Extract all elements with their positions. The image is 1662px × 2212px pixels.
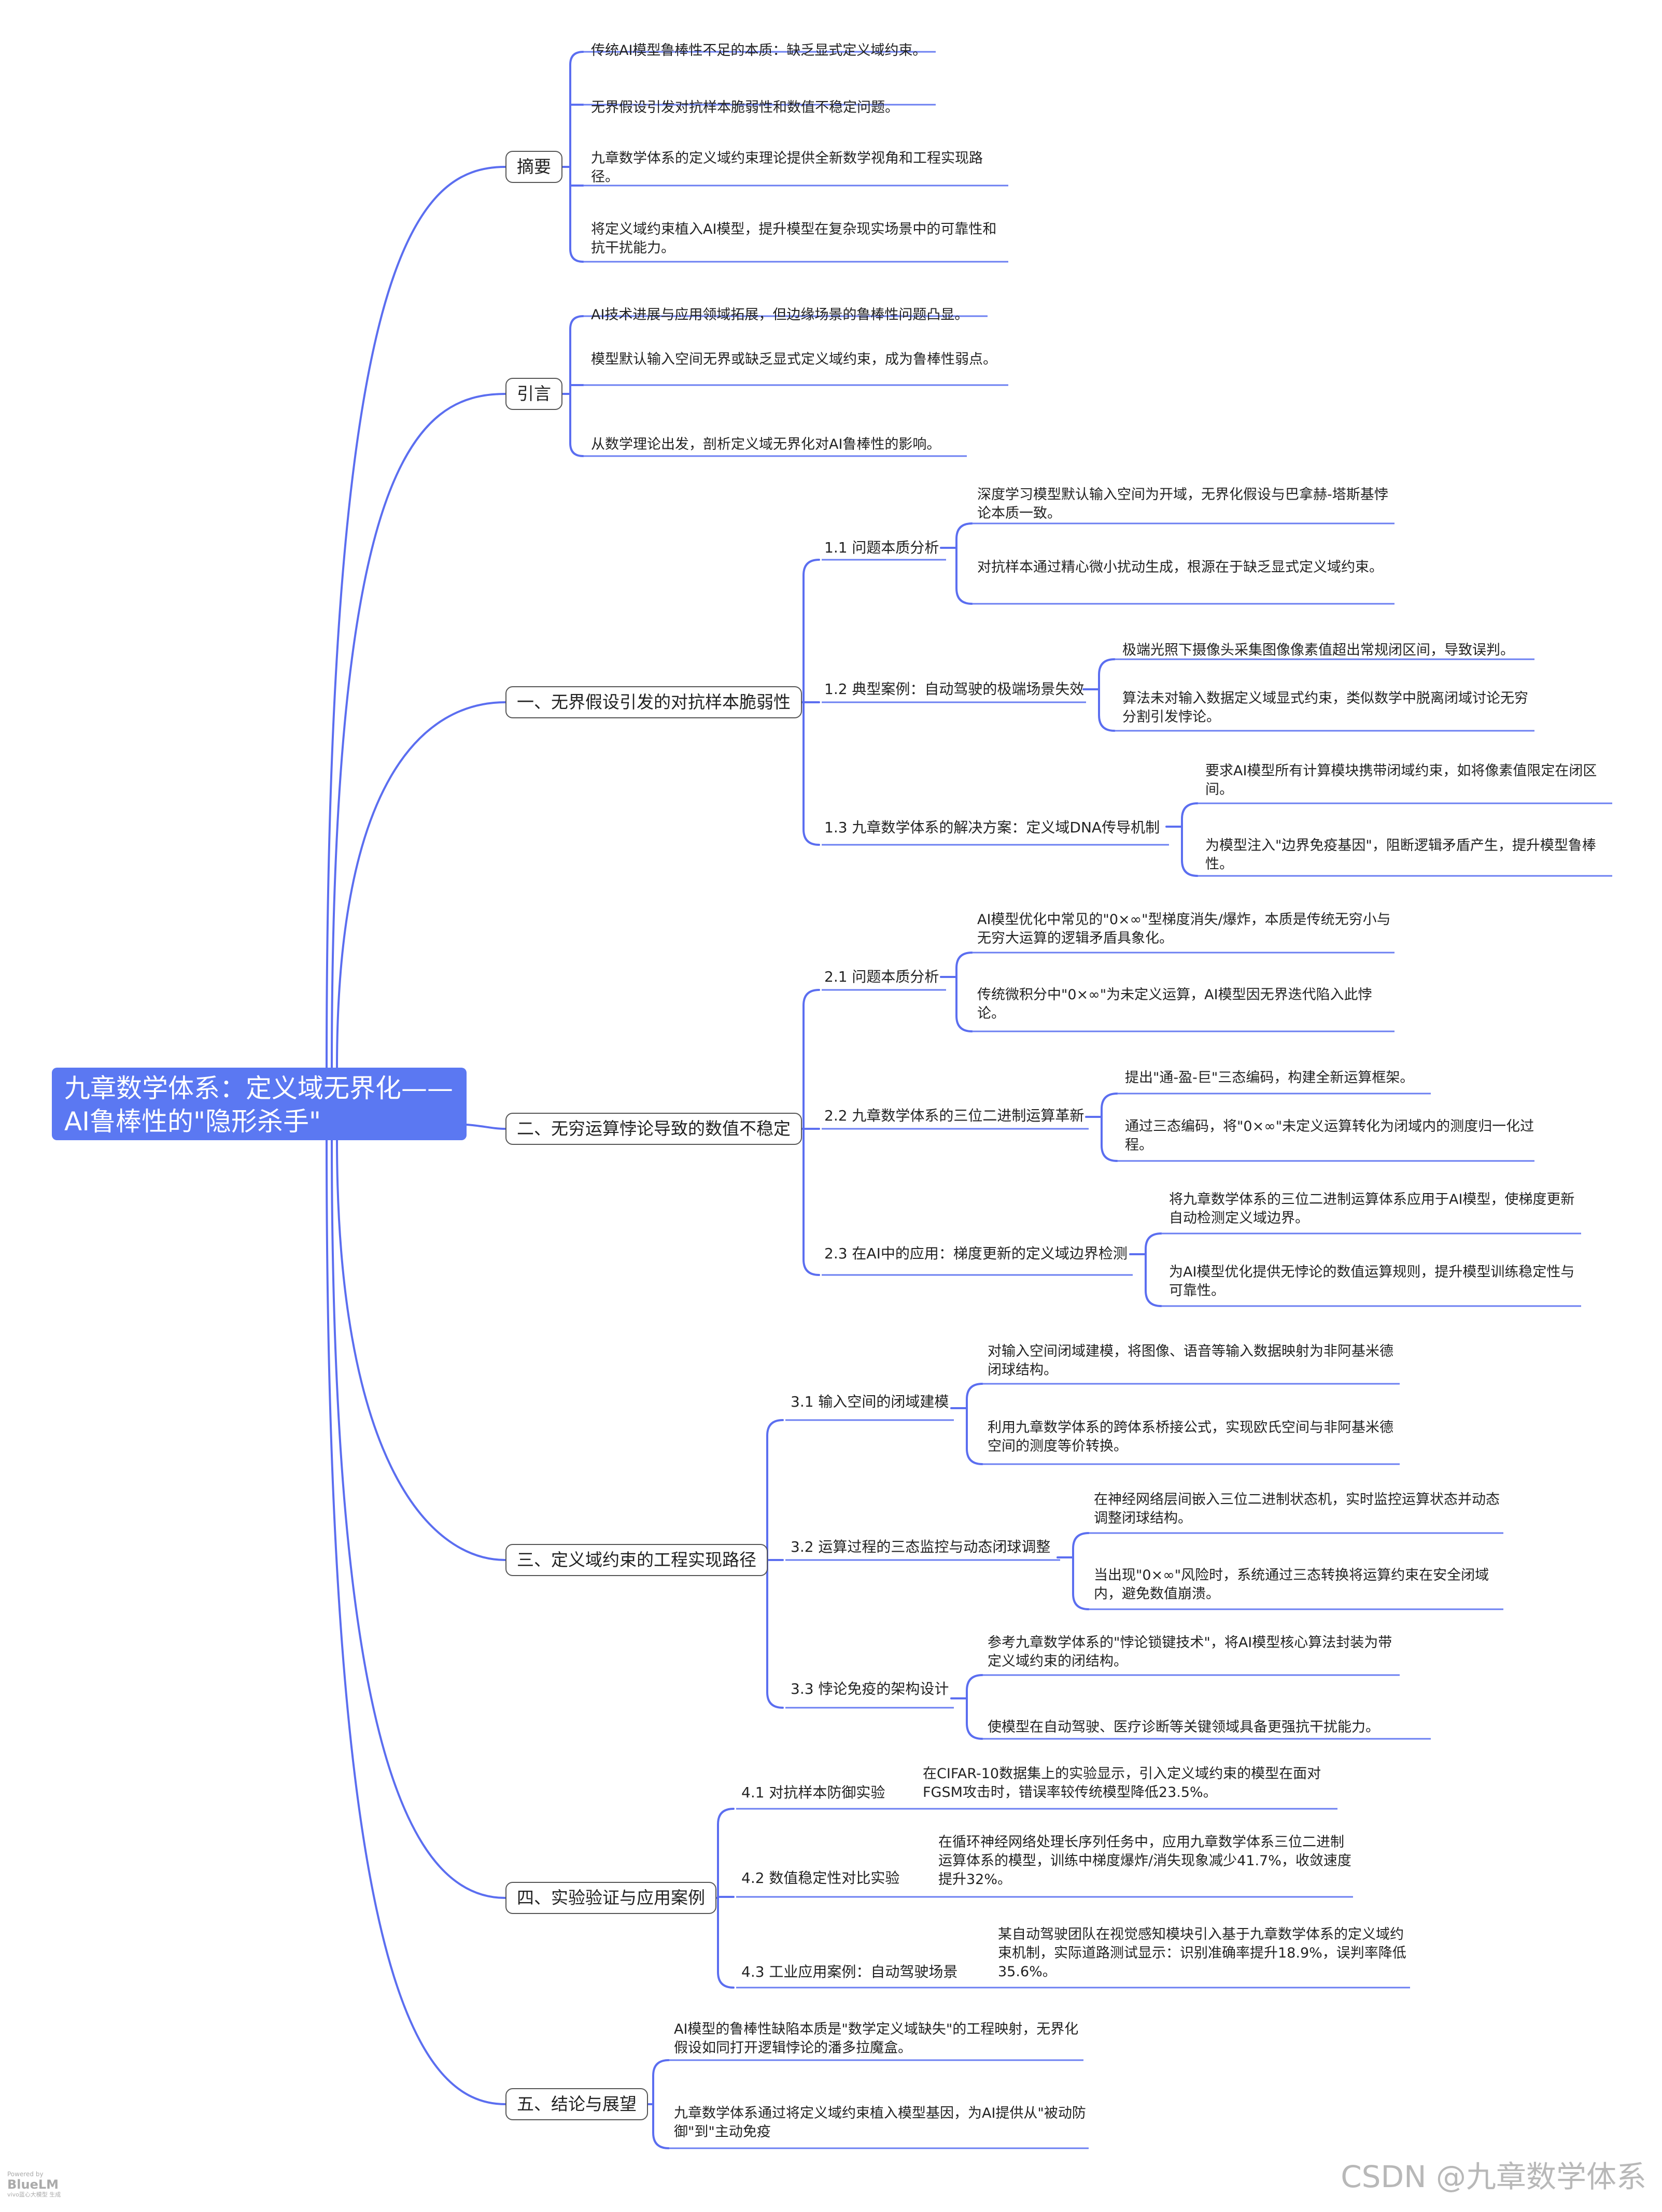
leaf-2-3-a: 将九章数学体系的三位二进制运算体系应用于AI模型，使梯度更新自动检测定义域边界。 — [1169, 1192, 1575, 1226]
conclusion-leaf-2: 九章数学体系通过将定义域约束植入模型基因，为AI提供从"被动防御"到"主动免疫 — [674, 2105, 1086, 2140]
leaf-4-2-a: 在循环神经网络处理长序列任务中，应用九章数学体系三位二进制运算体系的模型，训练中… — [938, 1834, 1351, 1888]
conclusion-leaf-1: AI模型的鲁棒性缺陷本质是"数学定义域缺失"的工程映射，无界化假设如同打开逻辑悖… — [674, 2021, 1079, 2056]
leaf-3-1-a: 对输入空间闭域建模，将图像、语音等输入数据映射为非阿基米德闭球结构。 — [988, 1343, 1393, 1378]
abstract-leaf-2: 无界假设引发对抗样本脆弱性和数值不稳定问题。 — [591, 100, 899, 116]
leaf-2-1-b: 传统微积分中"0×∞"为未定义运算，AI模型因无界迭代陷入此悖论。 — [977, 987, 1372, 1022]
sub-3-3[interactable]: 3.3 悖论免疫的架构设计 — [791, 1680, 949, 1697]
leaf-4-3-a: 某自动驾驶团队在视觉感知模块引入基于九章数学体系的定义域约束机制，实际道路测试显… — [998, 1926, 1406, 1980]
root-topic[interactable]: 九章数学体系：定义域无界化——AI鲁棒性的"隐形杀手" — [52, 1068, 467, 1140]
sub-3-2[interactable]: 3.2 运算过程的三态监控与动态闭球调整 — [791, 1538, 1051, 1555]
sub-4-1[interactable]: 4.1 对抗样本防御实验 — [741, 1784, 885, 1801]
abstract-leaf-4: 将定义域约束植入AI模型，提升模型在复杂现实场景中的可靠性和抗干扰能力。 — [591, 221, 997, 256]
branch-section-3[interactable]: 三、定义域约束的工程实现路径 — [505, 1544, 768, 1576]
abstract-leaf-3: 九章数学体系的定义域约束理论提供全新数学视角和工程实现路径。 — [591, 150, 983, 185]
branch-section-4[interactable]: 四、实验验证与应用案例 — [505, 1882, 716, 1914]
brand-name: BlueLM — [7, 2177, 59, 2192]
sub-1-1[interactable]: 1.1 问题本质分析 — [824, 539, 939, 556]
bluelm-branding: Powered by BlueLM vivo蓝心大模型 生成 — [7, 2171, 61, 2199]
leaf-2-3-b: 为AI模型优化提供无悖论的数值运算规则，提升模型训练稳定性与可靠性。 — [1169, 1264, 1575, 1299]
leaf-1-3-a: 要求AI模型所有计算模块携带闭域约束，如将像素值限定在闭区间。 — [1205, 763, 1597, 798]
leaf-1-3-b: 为模型注入"边界免疫基因"，阻断逻辑矛盾产生，提升模型鲁棒性。 — [1205, 838, 1596, 872]
brand-sub: vivo蓝心大模型 生成 — [7, 2191, 61, 2198]
sub-2-1[interactable]: 2.1 问题本质分析 — [824, 968, 939, 985]
sub-3-1[interactable]: 3.1 输入空间的闭域建模 — [791, 1393, 949, 1410]
branch-section-1[interactable]: 一、无界假设引发的对抗样本脆弱性 — [505, 686, 802, 718]
sub-2-2[interactable]: 2.2 九章数学体系的三位二进制运算革新 — [824, 1107, 1084, 1124]
leaf-4-1-a: 在CIFAR-10数据集上的实验显示，引入定义域约束的模型在面对FGSM攻击时，… — [923, 1766, 1321, 1800]
leaf-1-1-a: 深度学习模型默认输入空间为开域，无界化假设与巴拿赫-塔斯基悖论本质一致。 — [977, 487, 1388, 521]
leaf-1-1-b: 对抗样本通过精心微小扰动生成，根源在于缺乏显式定义域约束。 — [977, 559, 1383, 575]
leaf-3-3-b: 使模型在自动驾驶、医疗诊断等关键领域具备更强抗干扰能力。 — [988, 1719, 1379, 1735]
leaf-3-2-a: 在神经网络层间嵌入三位二进制状态机，实时监控运算状态并动态调整闭球结构。 — [1094, 1492, 1500, 1526]
sub-2-3[interactable]: 2.3 在AI中的应用：梯度更新的定义域边界检测 — [824, 1245, 1128, 1262]
leaf-1-2-b: 算法未对输入数据定义域显式约束，类似数学中脱离闭域讨论无穷分割引发悖论。 — [1122, 690, 1528, 725]
csdn-watermark: CSDN @九章数学体系 — [1341, 2159, 1646, 2194]
intro-leaf-3: 从数学理论出发，剖析定义域无界化对AI鲁棒性的影响。 — [591, 436, 941, 452]
leaf-1-2-a: 极端光照下摄像头采集图像像素值超出常规闭区间，导致误判。 — [1122, 642, 1514, 658]
branch-introduction[interactable]: 引言 — [505, 378, 562, 410]
sub-1-2[interactable]: 1.2 典型案例：自动驾驶的极端场景失效 — [824, 680, 1084, 698]
intro-leaf-2: 模型默认输入空间无界或缺乏显式定义域约束，成为鲁棒性弱点。 — [591, 351, 997, 367]
brand-powered: Powered by — [7, 2171, 44, 2178]
abstract-leaf-1: 传统AI模型鲁棒性不足的本质：缺乏显式定义域约束。 — [591, 42, 927, 59]
intro-leaf-1: AI技术进展与应用领域拓展，但边缘场景的鲁棒性问题凸显。 — [591, 307, 969, 323]
branch-section-5[interactable]: 五、结论与展望 — [505, 2088, 648, 2120]
branch-abstract[interactable]: 摘要 — [505, 151, 562, 183]
leaf-2-1-a: AI模型优化中常见的"0×∞"型梯度消失/爆炸，本质是传统无穷小与无穷大运算的逻… — [977, 912, 1391, 946]
sub-1-3[interactable]: 1.3 九章数学体系的解决方案：定义域DNA传导机制 — [824, 819, 1160, 836]
sub-4-2[interactable]: 4.2 数值稳定性对比实验 — [741, 1869, 900, 1887]
sub-4-3[interactable]: 4.3 工业应用案例：自动驾驶场景 — [741, 1963, 958, 1980]
branch-section-2[interactable]: 二、无穷运算悖论导致的数值不稳定 — [505, 1113, 802, 1145]
leaf-2-2-a: 提出"通-盈-巨"三态编码，构建全新运算框架。 — [1125, 1070, 1414, 1086]
leaf-3-3-a: 参考九章数学体系的"悖论锁键技术"，将AI模型核心算法封装为带定义域约束的闭结构… — [988, 1635, 1392, 1669]
leaf-2-2-b: 通过三态编码，将"0×∞"未定义运算转化为闭域内的测度归一化过程。 — [1125, 1118, 1534, 1153]
leaf-3-1-b: 利用九章数学体系的跨体系桥接公式，实现欧氏空间与非阿基米德空间的测度等价转换。 — [988, 1420, 1393, 1454]
leaf-3-2-b: 当出现"0×∞"风险时，系统通过三态转换将运算约束在安全闭域内，避免数值崩溃。 — [1094, 1567, 1489, 1602]
